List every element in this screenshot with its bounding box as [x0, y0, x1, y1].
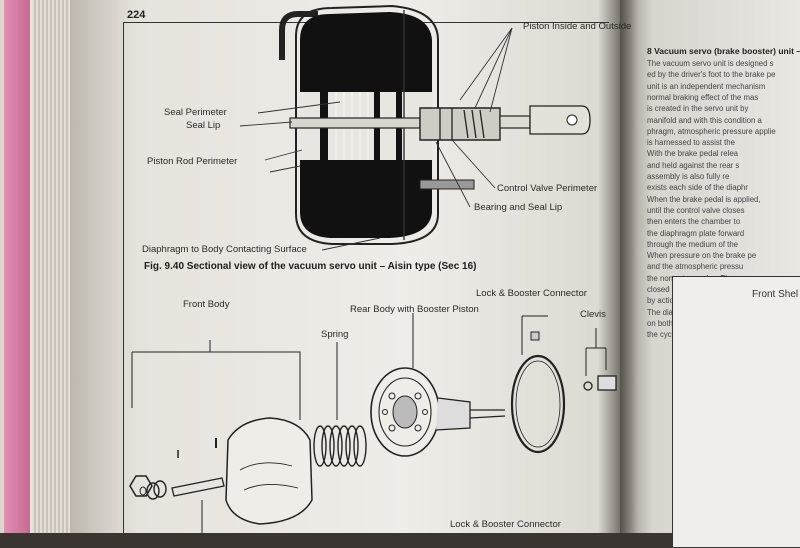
- page-stack: [32, 0, 70, 533]
- right-section-heading: 8 Vacuum servo (brake booster) unit – de: [647, 46, 800, 56]
- label-lock-booster-connector-top: Lock & Booster Connector: [476, 288, 587, 299]
- body-text-line: normal braking effect of the mas: [647, 92, 759, 102]
- body-text-line: ed by the driver's foot to the brake pe: [647, 70, 776, 80]
- page-number: 224: [127, 9, 146, 21]
- label-front-shell: Front Shel: [752, 289, 799, 300]
- sectional-view-diagram: [239, 4, 591, 251]
- label-rear-body-booster-piston: Rear Body with Booster Piston: [350, 304, 479, 315]
- body-text-line: When the brake pedal is applied,: [647, 194, 761, 204]
- technical-illustrations: [129, 4, 800, 533]
- body-text-line: unit is an independent mechanism: [647, 81, 766, 91]
- body-text-line: until the control valve closes: [647, 205, 745, 215]
- body-text-line: is harnessed to assist the: [647, 138, 735, 148]
- body-text-line: phragm, atmospheric pressure applie: [647, 126, 776, 136]
- label-spring: Spring: [321, 329, 349, 340]
- label-control-valve-perimeter: Control Valve Perimeter: [497, 183, 598, 194]
- body-text-line: With the brake pedal relea: [647, 149, 739, 159]
- label-front-body: Front Body: [183, 299, 230, 310]
- pink-cover-edge: [4, 0, 30, 533]
- label-clevis: Clevis: [580, 309, 606, 320]
- label-seal-lip: Seal Lip: [186, 120, 221, 131]
- body-text-line: assembly is also fully re: [647, 172, 730, 181]
- body-text-line: manifold and with this condition a: [647, 115, 762, 125]
- body-text-line: the diaphragm plate forward: [647, 228, 745, 238]
- label-lock-booster-connector-bottom: Lock & Booster Connector: [450, 519, 561, 530]
- body-text-line: then enters the chamber to: [647, 217, 741, 227]
- book-gutter-shadow: [598, 0, 638, 533]
- label-piston-inside-outside: Piston Inside and Outside: [523, 21, 632, 32]
- label-seal-perimeter: Seal Perimeter: [164, 107, 227, 118]
- exploded-view-diagram: [129, 313, 617, 533]
- book-page-edges: [0, 0, 70, 533]
- body-text-line: is created in the servo unit by: [647, 104, 749, 114]
- right-figure-box: [672, 276, 800, 548]
- body-text-line: When pressure on the brake pe: [647, 251, 757, 261]
- body-text-line: through the medium of the: [647, 239, 739, 249]
- label-diaphragm-contact-surface: Diaphragm to Body Contacting Surface: [142, 244, 307, 255]
- label-bearing-seal-lip: Bearing and Seal Lip: [474, 202, 563, 213]
- figure-caption: Fig. 9.40 Sectional view of the vacuum s…: [144, 261, 477, 272]
- figure-frame-left: [123, 22, 124, 533]
- body-text-line: and held against the rear s: [647, 160, 740, 170]
- label-piston-rod-perimeter: Piston Rod Perimeter: [147, 156, 238, 167]
- body-text-line: The vacuum servo unit is designed s: [647, 59, 774, 68]
- body-text-line: and the atmospheric pressu: [647, 262, 744, 272]
- body-text-line: exists each side of the diaphr: [647, 183, 748, 193]
